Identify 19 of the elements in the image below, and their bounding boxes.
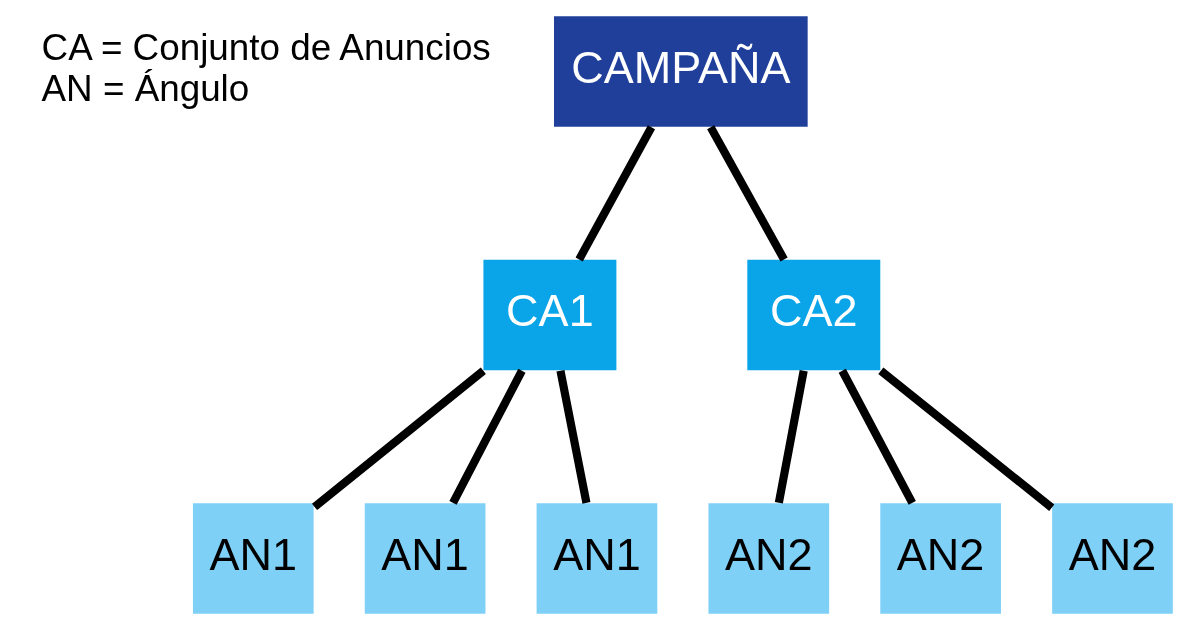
node-box: CAMPAÑA xyxy=(554,16,808,127)
connector xyxy=(774,370,808,504)
connector xyxy=(449,368,526,505)
connector xyxy=(878,367,1055,511)
node-box: AN2 xyxy=(708,503,830,614)
connector xyxy=(707,125,788,262)
node-box: AN1 xyxy=(536,503,658,614)
node-box: AN1 xyxy=(192,503,314,614)
connector xyxy=(838,368,916,505)
connector xyxy=(556,369,591,504)
connector xyxy=(575,125,656,262)
node-box: AN1 xyxy=(364,503,486,614)
connector xyxy=(312,367,486,511)
node-box: AN2 xyxy=(1052,503,1173,614)
label: CA = Conjunto de Anuncios xyxy=(41,27,491,69)
node-box: CA1 xyxy=(483,259,617,371)
label: AN = Ángulo xyxy=(41,68,250,110)
node-box: AN2 xyxy=(880,503,1001,614)
node-box: CA2 xyxy=(747,259,881,371)
